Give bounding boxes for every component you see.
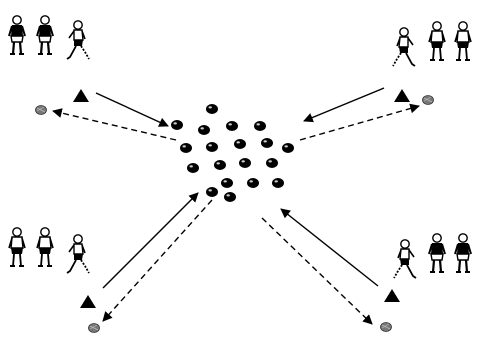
ball-icon <box>224 192 236 202</box>
cone-icon <box>394 89 410 102</box>
ball-icon <box>234 139 246 149</box>
player-icon <box>8 226 26 267</box>
player-icon <box>428 20 446 61</box>
ball-icon <box>198 125 210 135</box>
ball-icon <box>239 158 251 168</box>
player-icon <box>36 226 54 267</box>
dashed-arrow <box>261 217 373 325</box>
player-icon <box>7 14 27 56</box>
ball-icon <box>254 121 266 131</box>
ball-icon <box>282 143 294 153</box>
dashed-arrow <box>102 199 213 322</box>
player-group-bottom-left <box>8 226 90 274</box>
player-group-top-left <box>7 14 90 60</box>
ball-icon <box>206 142 218 152</box>
dashed-arrow <box>299 103 420 141</box>
ball-icon <box>272 178 284 188</box>
player-kick-icon <box>393 238 417 279</box>
player-icon <box>453 232 473 274</box>
dashed-arrow <box>52 108 177 141</box>
ball-icon <box>187 163 199 173</box>
player-kick-icon <box>392 26 416 67</box>
ball-icon <box>180 143 192 153</box>
ball-icon <box>221 178 233 188</box>
ball-icon <box>247 178 259 188</box>
center-balls <box>171 104 294 202</box>
solid-arrow <box>102 192 199 289</box>
ball-icon <box>226 121 238 131</box>
player-kick-icon <box>66 233 90 274</box>
player-icon <box>35 14 55 56</box>
ball-icon <box>266 158 278 168</box>
ball-icon <box>214 160 226 170</box>
arrows <box>52 87 420 325</box>
player-kick-icon <box>66 19 90 60</box>
ball-icon <box>171 120 183 130</box>
solid-arrow <box>280 208 379 287</box>
solid-arrow <box>95 92 169 127</box>
target-marker-icon <box>422 95 434 105</box>
target-marker-icon <box>88 323 100 333</box>
target-marker-icon <box>380 322 392 332</box>
target-marker-icon <box>35 105 47 115</box>
cone-icon <box>384 289 400 302</box>
player-group-top-right <box>392 20 472 67</box>
ball-icon <box>206 104 218 114</box>
cone-icon <box>80 295 96 308</box>
cone-icon <box>73 89 89 102</box>
player-icon <box>454 20 472 61</box>
solid-arrow <box>303 87 385 123</box>
player-group-bottom-right <box>393 232 473 279</box>
player-icon <box>427 232 447 274</box>
ball-icon <box>206 187 218 197</box>
ball-icon <box>261 138 273 148</box>
